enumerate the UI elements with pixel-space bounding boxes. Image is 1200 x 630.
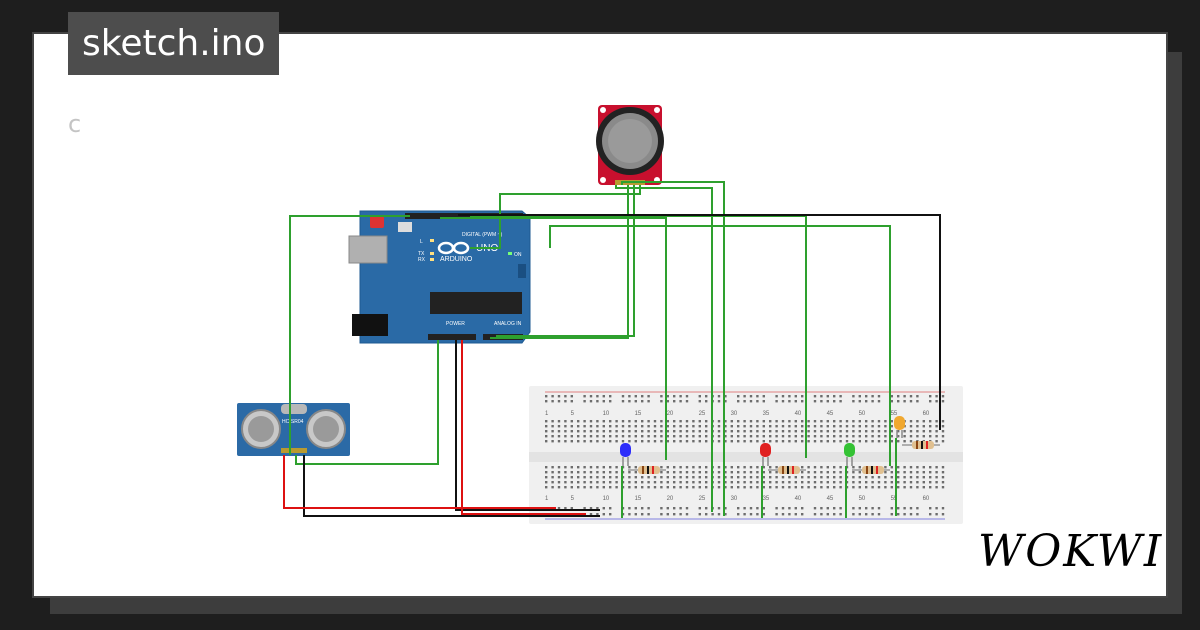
breadboard-column-number: 45 xyxy=(827,496,834,502)
breadboard-column-number: 1 xyxy=(545,496,549,502)
power-jack xyxy=(352,314,388,336)
breadboard-column-number: 60 xyxy=(923,496,930,502)
wire-joy-sw xyxy=(470,185,641,249)
usb-port xyxy=(348,235,388,264)
breadboard-column-number: 25 xyxy=(699,496,706,502)
breadboard-column-number: 20 xyxy=(667,496,674,502)
breadboard-column-number: 40 xyxy=(795,411,802,417)
arduino-brand-label: ARDUINO xyxy=(440,256,473,263)
wire-arduino-gnd xyxy=(455,340,600,511)
wire-joy-gnd-bus xyxy=(621,181,725,516)
resistor-yellow[interactable] xyxy=(902,441,940,449)
wire-green-led xyxy=(549,225,891,466)
rx-label: RX xyxy=(418,257,426,263)
breadboard-column-number: 60 xyxy=(923,411,930,417)
wire-sensor-echo xyxy=(295,340,439,465)
breadboard-column-number: 35 xyxy=(763,496,770,502)
breadboard-column-number: 35 xyxy=(763,411,770,417)
breadboard-column-number: 10 xyxy=(603,496,610,502)
breadboard-column-number: 20 xyxy=(667,411,674,417)
rx-led xyxy=(430,258,434,261)
led-yellow[interactable] xyxy=(894,416,905,438)
tx-led xyxy=(430,252,434,255)
breadboard[interactable]: 1155101015152020252530303535404045455050… xyxy=(529,386,963,524)
reset-button[interactable] xyxy=(370,216,384,228)
wire-sensor-gnd xyxy=(303,455,600,517)
breadboard-column-number: 45 xyxy=(827,411,834,417)
on-label: ON xyxy=(514,252,522,258)
breadboard-column-number: 55 xyxy=(891,496,898,502)
wire-ground-main xyxy=(458,214,941,430)
tx-label: TX xyxy=(418,251,425,257)
crystal xyxy=(398,222,412,232)
breadboard-column-number: 40 xyxy=(795,496,802,502)
digital-label: DIGITAL (PWM ~) xyxy=(462,232,502,238)
breadboard-column-number: 10 xyxy=(603,411,610,417)
icsp-header xyxy=(518,264,526,278)
breadboard-column-number: 1 xyxy=(545,411,549,417)
led-red[interactable] xyxy=(760,443,771,466)
power-label: POWER xyxy=(446,321,465,327)
breadboard-column-number: 5 xyxy=(571,496,575,502)
arduino-uno[interactable]: UNO ARDUINO DIGITAL (PWM ~) POWER ANALOG… xyxy=(348,210,531,344)
analog-label: ANALOG IN xyxy=(494,321,522,327)
file-initial: c xyxy=(68,110,82,138)
breadboard-column-number: 30 xyxy=(731,496,738,502)
l-led-label: L xyxy=(420,239,423,245)
breadboard-column-number: 50 xyxy=(859,411,866,417)
wire-joy-x xyxy=(490,185,629,339)
resistor-green[interactable] xyxy=(852,466,890,474)
wire-blue-led xyxy=(440,217,667,460)
led-green[interactable] xyxy=(844,443,855,466)
breadboard-column-number: 5 xyxy=(571,411,575,417)
sensor-label: HC-SR04 xyxy=(282,419,304,425)
breadboard-column-number: 15 xyxy=(635,496,642,502)
breadboard-column-number: 25 xyxy=(699,411,706,417)
led-blue[interactable] xyxy=(620,443,631,466)
wire-joy-vcc-bus xyxy=(615,185,713,512)
breadboard-column-number: 50 xyxy=(859,496,866,502)
joystick-module[interactable] xyxy=(596,105,664,185)
breadboard-column-number: 55 xyxy=(891,411,898,417)
atmega-chip xyxy=(430,292,522,314)
resistor-red[interactable] xyxy=(768,466,806,474)
on-led xyxy=(508,252,512,255)
wire-sensor-trig xyxy=(289,215,410,455)
breadboard-column-number: 30 xyxy=(731,411,738,417)
wire-arduino-5v xyxy=(461,340,586,515)
l-led xyxy=(430,239,434,242)
resistor-blue[interactable] xyxy=(628,466,666,474)
wires[interactable] xyxy=(283,181,941,518)
project-title[interactable]: sketch.ino xyxy=(68,12,280,75)
wire-joy-y xyxy=(496,185,635,337)
arduino-logo-icon xyxy=(437,241,470,255)
breadboard-column-number: 15 xyxy=(635,411,642,417)
ultrasonic-sensor[interactable]: HC-SR04 xyxy=(237,403,350,456)
power-header xyxy=(428,334,476,340)
wokwi-logo: WOKWI xyxy=(978,526,1164,577)
wire-sensor-vcc xyxy=(283,455,556,509)
